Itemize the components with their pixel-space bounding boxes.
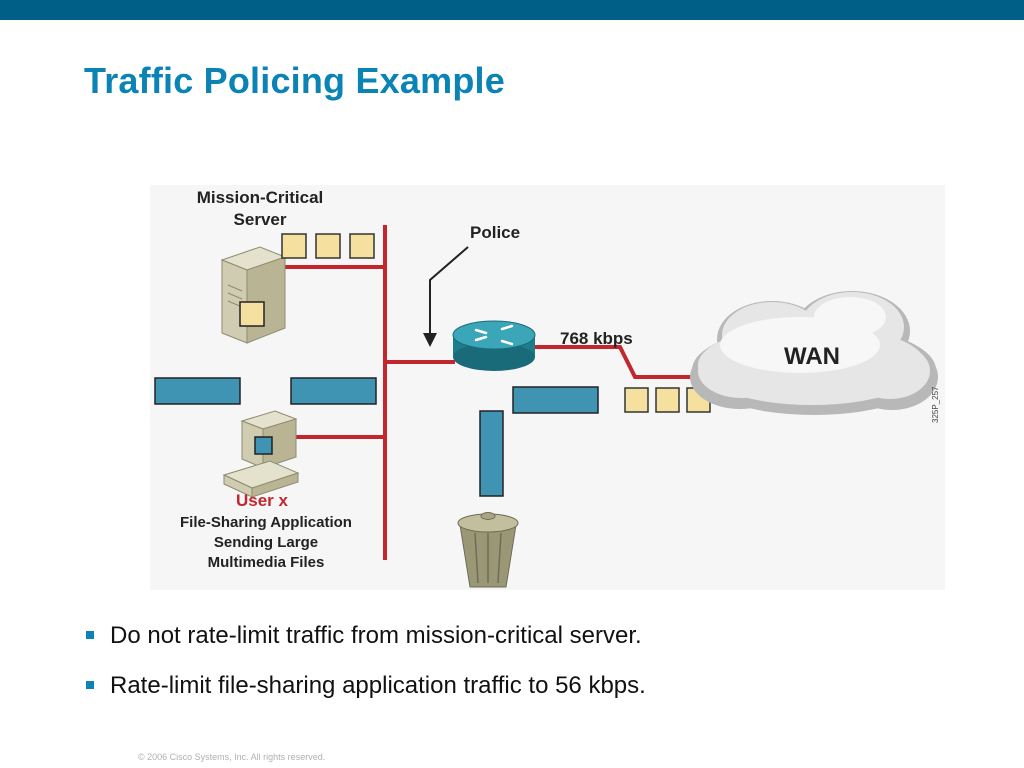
bullet-marker-icon — [86, 631, 94, 639]
dropped-packet — [479, 410, 504, 497]
server-label-line1: Mission-Critical — [197, 188, 324, 207]
router-icon — [452, 320, 536, 371]
policed-packets — [479, 386, 599, 497]
user-label: User x — [236, 491, 289, 510]
user-desc-line1: File-Sharing Application — [180, 514, 352, 531]
server-packets — [281, 233, 375, 259]
wan-cloud-icon — [690, 291, 938, 415]
workstation-icon — [222, 410, 300, 498]
server-icon — [220, 246, 287, 344]
wan-label: WAN — [784, 343, 840, 370]
user-packets — [154, 377, 377, 405]
bullet-list: Do not rate-limit traffic from mission-c… — [84, 618, 646, 718]
trash-can-icon — [457, 512, 519, 588]
network-links — [282, 225, 698, 560]
bullet-marker-icon — [86, 681, 94, 689]
bullet-item: Do not rate-limit traffic from mission-c… — [84, 618, 646, 654]
small-packet — [281, 233, 307, 259]
police-arrow-icon — [423, 246, 469, 347]
traffic-policing-diagram: Mission-Critical Server User x File-Shar… — [150, 185, 945, 590]
large-packet — [512, 386, 599, 414]
user-desc-line2: Sending Large — [214, 534, 318, 551]
diagram-canvas: Mission-Critical Server User x File-Shar… — [150, 185, 945, 590]
bullet-text: Rate-limit file-sharing application traf… — [110, 672, 646, 699]
user-packet — [254, 436, 273, 455]
police-label: Police — [470, 223, 520, 242]
bullet-text: Do not rate-limit traffic from mission-c… — [110, 622, 642, 649]
small-packet — [315, 233, 341, 259]
wan-link — [535, 345, 698, 379]
bullet-item: Rate-limit file-sharing application traf… — [84, 668, 646, 704]
user-desc-line3: Multimedia Files — [208, 554, 325, 571]
small-packet — [349, 233, 375, 259]
link-speed-label: 768 kbps — [560, 329, 633, 348]
server-packet — [239, 301, 265, 327]
figure-id: 325P_257 — [931, 386, 940, 423]
slide-title: Traffic Policing Example — [84, 60, 505, 101]
large-packet — [154, 377, 241, 405]
server-label-line2: Server — [234, 210, 287, 229]
copyright-footer: © 2006 Cisco Systems, Inc. All rights re… — [138, 752, 326, 762]
large-packet — [290, 377, 377, 405]
small-packet — [624, 387, 649, 413]
small-packet — [655, 387, 680, 413]
top-bar — [0, 0, 1024, 20]
